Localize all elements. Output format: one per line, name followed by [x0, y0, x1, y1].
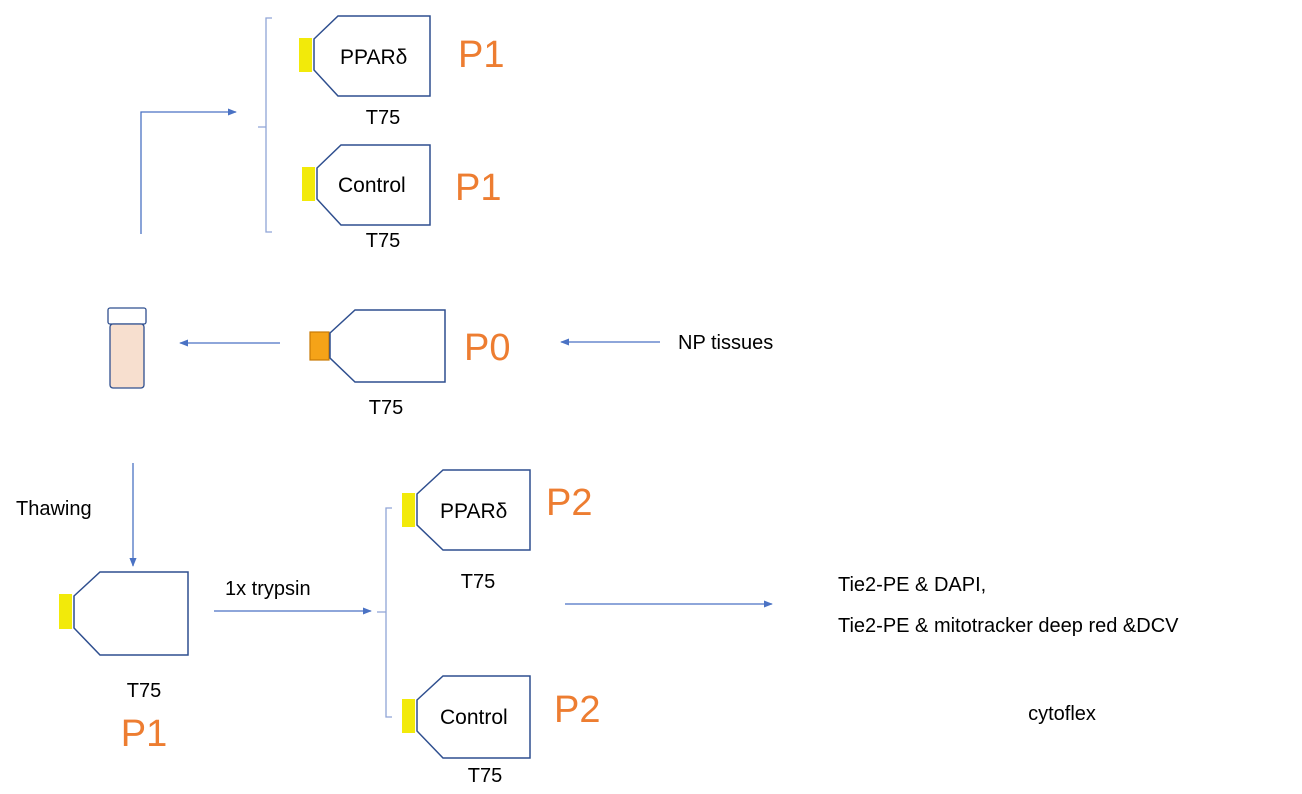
flask-label: Control [338, 174, 406, 197]
arrow-vial-to-top-split [140, 108, 237, 234]
flask-cap [302, 167, 315, 201]
flask-cap [59, 594, 72, 629]
flask-label: PPARδ [340, 46, 407, 69]
cryovial-icon [109, 323, 145, 389]
passage-label: P0 [464, 327, 510, 369]
vessel-label: T75 [461, 571, 495, 593]
passage-label: P2 [554, 689, 600, 731]
flask-p0 [309, 309, 446, 383]
instrument-label: cytoflex [1028, 703, 1096, 725]
vessel-label: T75 [366, 107, 400, 129]
staining-line-2: Tie2-PE & mitotracker deep red &DCV [838, 615, 1179, 637]
thawing-label: Thawing [16, 498, 92, 520]
flask-label: Control [440, 706, 508, 729]
flask-cap [309, 331, 330, 361]
flask-cap [402, 699, 415, 733]
flask-cap [402, 493, 415, 527]
culture-flask-icon [316, 144, 431, 226]
culture-flask-icon [416, 675, 531, 759]
trypsin-label: 1x trypsin [225, 578, 311, 600]
culture-flask-icon [416, 469, 531, 551]
cryovial-cap [107, 307, 147, 325]
vessel-label: T75 [127, 680, 161, 702]
staining-line-1: Tie2-PE & DAPI, [838, 574, 986, 596]
bracket-top [258, 17, 272, 233]
source-label: NP tissues [678, 332, 773, 354]
culture-flask-icon [313, 15, 431, 97]
flask-bottom-ppar: PPARδ [402, 469, 531, 551]
flask-top-ppar: PPARδ [299, 15, 431, 97]
passage-label: P1 [458, 34, 504, 76]
passage-label: P1 [455, 167, 501, 209]
flask-label: PPARδ [440, 500, 507, 523]
flask-bottom-p1 [59, 571, 189, 656]
passage-label: P1 [121, 713, 167, 755]
vessel-label: T75 [468, 765, 502, 787]
culture-flask-icon [73, 571, 189, 656]
vessel-label: T75 [369, 397, 403, 419]
flask-top-control: Control [302, 144, 431, 226]
bracket-bottom [377, 507, 392, 718]
flask-bottom-control: Control [402, 675, 531, 759]
cryovial [107, 307, 147, 389]
passage-label: P2 [546, 482, 592, 524]
vessel-label: T75 [366, 230, 400, 252]
culture-flask-icon [329, 309, 446, 383]
flask-cap [299, 38, 312, 72]
